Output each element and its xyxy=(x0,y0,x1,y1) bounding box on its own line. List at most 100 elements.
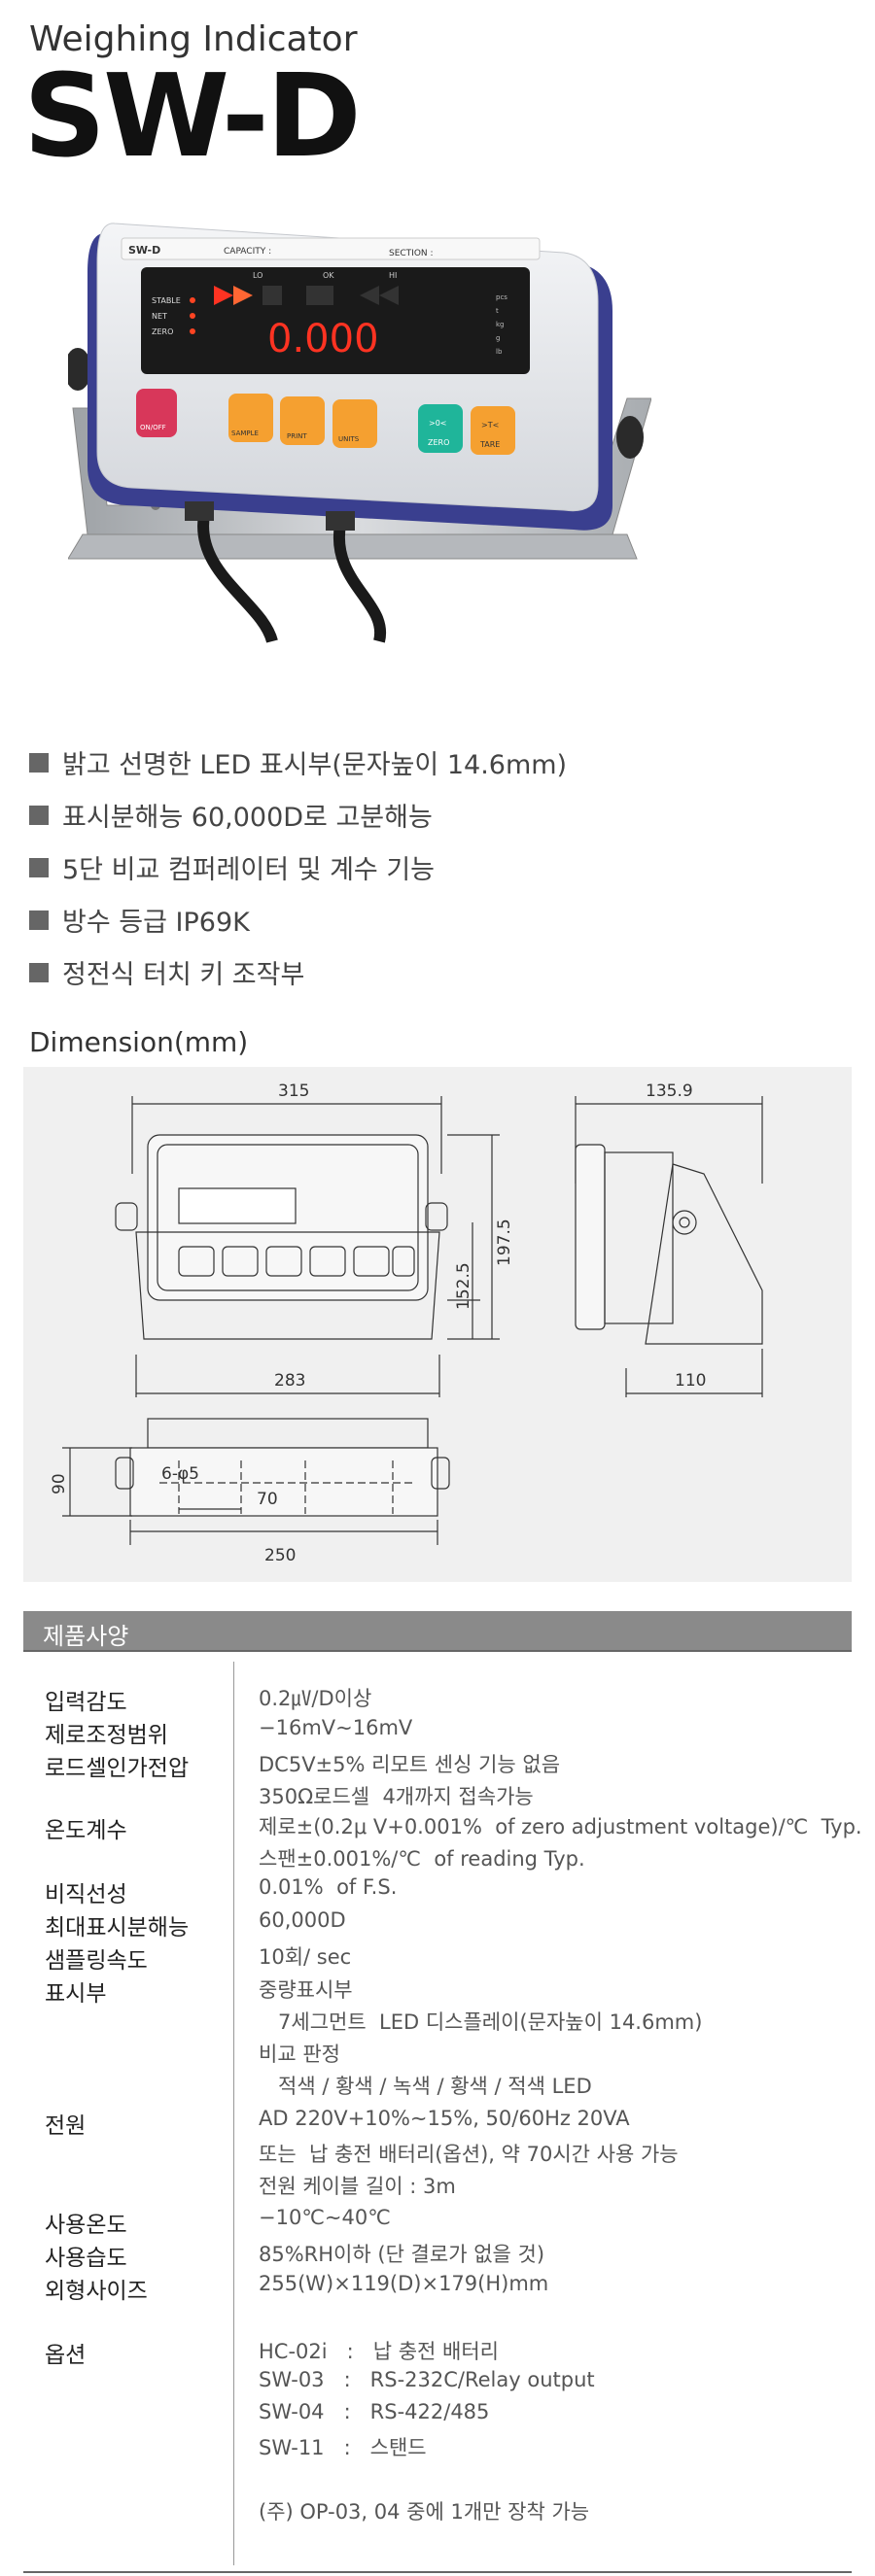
net-led xyxy=(190,313,195,319)
dim-hole: 6-φ5 xyxy=(161,1464,199,1484)
dim-front-height-b: 197.5 xyxy=(495,1219,514,1266)
bullet-square-icon xyxy=(29,910,49,930)
spec-label: 입력감도 xyxy=(45,1690,127,1715)
dim-side-base: 110 xyxy=(675,1371,706,1391)
feature-text: 밝고 선명한 LED 표시부(문자높이 14.6mm) xyxy=(62,750,568,780)
dim-hole-pitch: 70 xyxy=(257,1490,278,1509)
spec-label: 샘플링속도 xyxy=(45,1948,148,1974)
spec-label: 외형사이즈 xyxy=(45,2279,148,2304)
tare-key[interactable]: >T< TARE xyxy=(471,406,515,455)
units-key-label: UNITS xyxy=(338,435,360,443)
spec-label: 표시부 xyxy=(45,1981,107,2007)
spec-value: 350Ω로드셀 4개까지 접속가능 xyxy=(259,1785,534,1808)
product-image: SW-D CAPACITY : SECTION : STABLE NET ZER… xyxy=(64,214,652,690)
indicator-illustration: SW-D CAPACITY : SECTION : STABLE NET ZER… xyxy=(64,223,652,643)
section-label: SECTION : xyxy=(389,249,434,258)
page-subtitle: Weighing Indicator xyxy=(29,19,358,59)
unit-pcs: pcs xyxy=(496,293,508,301)
spec-value: HC-02i : 납 충전 배터리 xyxy=(259,2340,499,2363)
spec-header-bar: 제품사양 xyxy=(23,1611,852,1650)
spec-value: 적색 / 황색 / 녹색 / 황색 / 적색 LED xyxy=(259,2075,592,2098)
spec-value: DC5V±5% 리모트 센싱 기능 없음 xyxy=(259,1753,561,1776)
stable-label: STABLE xyxy=(152,296,181,305)
sample-key[interactable]: SAMPLE xyxy=(228,394,273,442)
hi-label: HI xyxy=(389,271,397,280)
bullet-square-icon xyxy=(29,752,49,773)
spec-value: −10℃∼40℃ xyxy=(259,2206,391,2229)
spec-value: −16mV∼16mV xyxy=(259,1716,413,1739)
spec-label: 제로조정범위 xyxy=(45,1723,168,1748)
lo-label: LO xyxy=(253,271,262,280)
right-knob xyxy=(616,416,644,459)
feature-text: 표시분해능 60,000D로 고분해능 xyxy=(62,803,433,833)
feature-item: 밝고 선명한 LED 표시부(문자높이 14.6mm) xyxy=(29,743,567,781)
zero-key-symbol: >0< xyxy=(429,419,447,428)
feature-item: 방수 등급 IP69K xyxy=(29,901,250,939)
bullet-square-icon xyxy=(29,857,49,877)
spec-label: 로드셀인가전압 xyxy=(45,1756,190,1781)
feature-item: 정전식 터치 키 조작부 xyxy=(29,953,304,991)
spec-value: 85%RH이하 (단 결로가 없을 것) xyxy=(259,2243,545,2266)
ok-label: OK xyxy=(323,271,334,280)
spec-label: 옵션 xyxy=(45,2343,87,2368)
cable-gland xyxy=(326,511,355,531)
bullet-square-icon xyxy=(29,962,49,982)
unit-lb: lb xyxy=(496,348,503,356)
cable-gland xyxy=(185,501,214,521)
spec-value: 0.01% of F.S. xyxy=(259,1875,398,1899)
left-knob xyxy=(64,348,91,391)
zero-led xyxy=(190,328,195,334)
spec-label: 사용습도 xyxy=(45,2246,127,2271)
spec-value: 255(W)×119(D)×179(H)mm xyxy=(259,2272,549,2295)
tare-key-label: TARE xyxy=(479,440,500,449)
feature-text: 정전식 터치 키 조작부 xyxy=(62,960,305,990)
spec-value: SW-03 : RS-232C/Relay output xyxy=(259,2368,595,2391)
spec-value: 또는 납 충전 배터리(옵션), 약 70시간 사용 가능 xyxy=(259,2143,679,2166)
zero-key-label: ZERO xyxy=(428,438,449,447)
sample-key-label: SAMPLE xyxy=(231,429,259,437)
dim-front-width: 315 xyxy=(278,1082,309,1101)
spec-value: 7세그먼트 LED 디스플레이(문자높이 14.6mm) xyxy=(259,2010,703,2034)
spec-value: 비교 판정 xyxy=(259,2043,340,2066)
feature-item: 5단 비교 컴퍼레이터 및 계수 기능 xyxy=(29,848,435,886)
unit-t: t xyxy=(496,307,499,315)
spec-value: 60,000D xyxy=(259,1908,346,1932)
dim-side-depth: 135.9 xyxy=(646,1082,693,1101)
onoff-key-label: ON/OFF xyxy=(140,424,166,431)
unit-g: g xyxy=(496,334,500,342)
spec-value: 스팬±0.001%/℃ of reading Typ. xyxy=(259,1847,585,1871)
dim-front-base: 283 xyxy=(274,1371,305,1391)
spec-label: 전원 xyxy=(45,2113,87,2139)
spec-value: SW-04 : RS-422/485 xyxy=(259,2400,490,2423)
spec-value: 전원 케이블 길이 : 3m xyxy=(259,2175,456,2198)
spec-label: 비직선성 xyxy=(45,1882,127,1907)
onoff-key[interactable]: ON/OFF xyxy=(136,389,177,437)
model-title: SW-D xyxy=(23,49,362,183)
zero-label: ZERO xyxy=(152,327,173,336)
comparator-leds xyxy=(214,286,399,305)
spec-value: AD 220V+10%∼15%, 50/60Hz 20VA xyxy=(259,2107,630,2130)
stable-led xyxy=(190,297,195,303)
dimension-svg: 315 283 152.5 197.5 135.9 110 90 6-φ5 70… xyxy=(50,1082,763,1565)
spec-value: SW-11 : 스탠드 xyxy=(259,2436,427,2459)
spec-label: 최대표시분해능 xyxy=(45,1915,190,1941)
units-key[interactable]: UNITS xyxy=(332,399,377,448)
spec-value: (주) OP-03, 04 중에 1개만 장착 가능 xyxy=(259,2500,590,2524)
spec-value: 중량표시부 xyxy=(259,1978,353,2002)
feature-item: 표시분해능 60,000D로 고분해능 xyxy=(29,796,433,834)
feature-text: 5단 비교 컴퍼레이터 및 계수 기능 xyxy=(62,855,436,885)
bullet-square-icon xyxy=(29,805,49,825)
dim-front-height-a: 152.5 xyxy=(454,1262,473,1310)
spec-top-rule xyxy=(23,1650,852,1652)
zero-key[interactable]: >0< ZERO xyxy=(418,404,463,453)
spec-label: 사용온도 xyxy=(45,2213,127,2238)
dimension-title: Dimension(mm) xyxy=(29,1026,249,1058)
spec-value: 제로±(0.2μ V+0.001% of zero adjustment vol… xyxy=(259,1815,862,1838)
spec-column-divider xyxy=(233,1662,234,2565)
tare-key-symbol: >T< xyxy=(481,421,499,429)
capacity-label: CAPACITY : xyxy=(224,247,271,257)
print-key-label: PRINT xyxy=(287,432,307,440)
print-key[interactable]: PRINT xyxy=(280,396,325,445)
spec-title: 제품사양 xyxy=(43,1623,129,1650)
unit-kg: kg xyxy=(496,321,505,328)
